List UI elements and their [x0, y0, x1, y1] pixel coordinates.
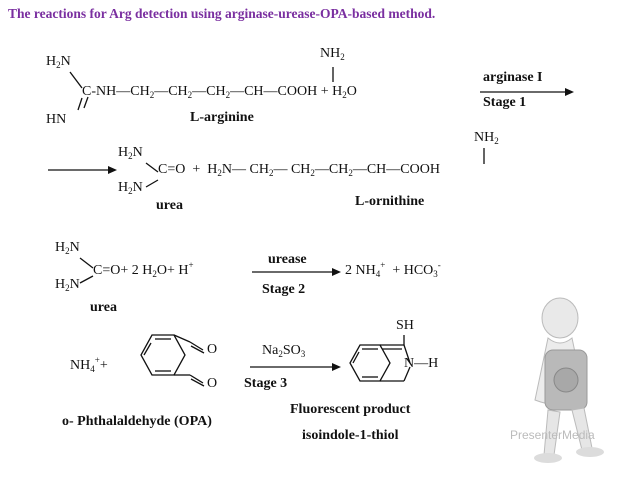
opa-label: o- Phthalaldehyde (OPA) [62, 414, 212, 429]
urea-carbonyl: C=O + H2N— CH2— CH2—CH2—CH—COOH [158, 162, 440, 178]
arginine-label: L-arginine [190, 110, 254, 125]
ornithine-alpha-amine: NH2 [474, 130, 499, 146]
stage2-products: 2 NH4+ + HCO3- [345, 260, 441, 279]
stage2-urea-label: urea [90, 300, 117, 315]
fluorescent-product-label: Fluorescent product [290, 402, 411, 417]
arginase-enzyme-label: arginase I [483, 70, 543, 85]
stage1-label: Stage 1 [483, 95, 527, 110]
arginine-alpha-amine: NH2 [320, 46, 345, 62]
urea-label: urea [156, 198, 183, 213]
thiol-group: SH [396, 318, 414, 333]
presenter-figure-illustration [534, 297, 604, 463]
stage3-label: Stage 3 [244, 376, 288, 391]
arginine-amine-top: H2N [46, 54, 71, 70]
presentermedia-watermark: PresenterMedia [510, 428, 595, 442]
opa-aldehyde-top: O [207, 342, 218, 357]
arginine-imine: HN [46, 112, 67, 127]
sodium-sulfite-reagent: Na2SO3 [262, 343, 306, 359]
isoindole-nh: N—H [404, 356, 439, 371]
isoindole-thiol-label: isoindole-1-thiol [302, 428, 399, 443]
opa-aldehyde-bottom: O [207, 376, 218, 391]
stage2-reactants: C=O+ 2 H2O+ H+ [93, 260, 194, 279]
urea-amine-bottom: H2N [118, 180, 143, 196]
ornithine-label: L-ornithine [355, 194, 425, 209]
urease-enzyme-label: urease [268, 252, 307, 267]
ammonium-reactant: NH4++ [70, 355, 108, 374]
stage2-urea-amine-bottom: H2N [55, 277, 80, 293]
stage2-urea-amine-top: H2N [55, 240, 80, 256]
arginine-main-chain: C-NH—CH2—CH2—CH2—CH—COOH + H2O [82, 84, 357, 100]
stage2-label: Stage 2 [262, 282, 306, 297]
page-title: The reactions for Arg detection using ar… [8, 6, 436, 21]
urea-amine-top: H2N [118, 145, 143, 161]
